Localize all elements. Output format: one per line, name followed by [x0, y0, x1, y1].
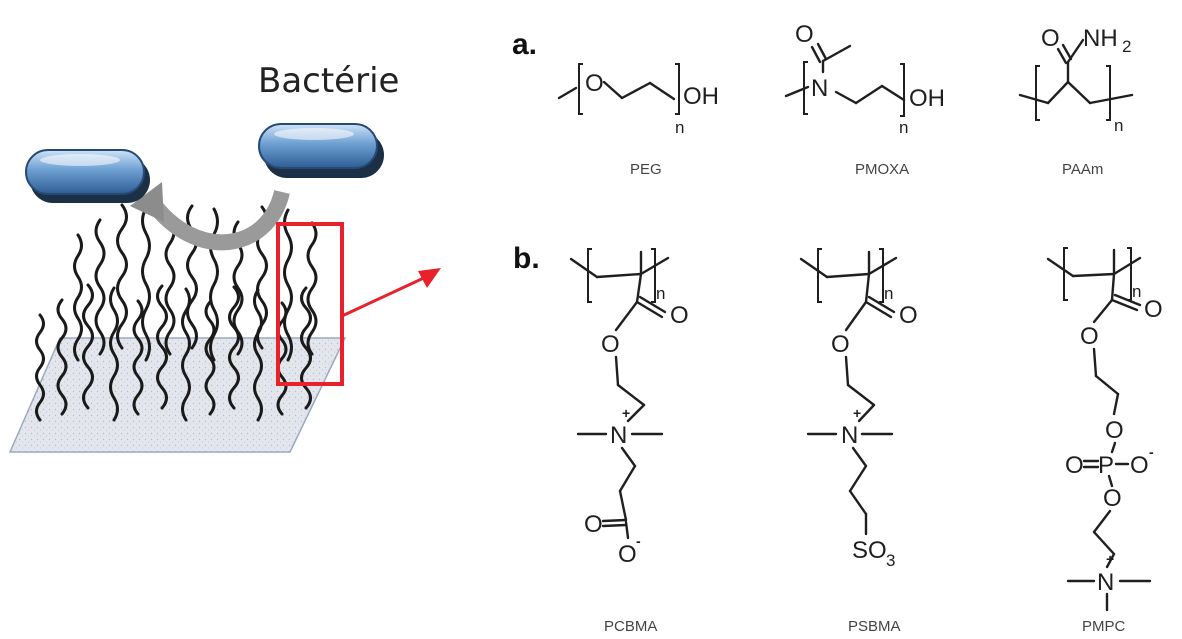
svg-text:2: 2	[1122, 37, 1131, 56]
polymer-chain	[132, 299, 144, 416]
polymer-brush	[35, 203, 318, 422]
svg-text:O: O	[1130, 452, 1149, 479]
svg-text:O: O	[1105, 417, 1124, 444]
polymer-chain	[82, 283, 94, 410]
polymer-chain	[56, 298, 68, 416]
repel-arrow-shaft	[145, 189, 290, 251]
svg-text:O: O	[899, 302, 918, 329]
svg-text:n: n	[675, 118, 684, 137]
polymer-chain	[276, 301, 288, 416]
svg-text:O: O	[618, 541, 637, 568]
structure-psbma: n O O N + SO 3 PSBMA	[799, 248, 918, 635]
polymer-chain	[164, 219, 176, 356]
bacterium-right	[258, 123, 384, 178]
structure-pmoxa: O N n OH PMOXA	[784, 21, 945, 178]
polymer-chain	[73, 233, 83, 362]
polymer-chain	[283, 208, 293, 362]
polymer-chain	[94, 218, 106, 356]
structure-paam: O NH 2 n PAAm	[1018, 25, 1134, 178]
svg-text:n: n	[1114, 116, 1123, 135]
polymer-chain	[109, 286, 119, 422]
svg-text:O: O	[1065, 452, 1084, 479]
svg-text:+: +	[853, 405, 861, 421]
svg-text:O: O	[1103, 485, 1122, 512]
zoom-arrow-line	[341, 274, 429, 318]
svg-text:N: N	[1097, 569, 1114, 596]
svg-text:n: n	[1132, 282, 1141, 301]
svg-text:n: n	[899, 118, 908, 137]
svg-text:O: O	[584, 511, 603, 538]
polymer-name-psbma: PSBMA	[848, 618, 901, 635]
schematic: Bactérie	[8, 61, 441, 453]
svg-text:OH: OH	[909, 85, 945, 112]
svg-text:+: +	[622, 405, 630, 421]
polymer-chain	[306, 221, 318, 356]
polymer-chain	[116, 203, 128, 350]
polymer-chain	[141, 206, 151, 362]
structure-pcbma: n O O N + O O - PCBMA	[569, 248, 689, 635]
polymer-chain	[204, 300, 216, 416]
svg-text:O: O	[585, 70, 604, 97]
polymer-chain	[253, 288, 263, 422]
panel-a-label: a.	[512, 28, 537, 61]
svg-text:N: N	[811, 75, 828, 102]
svg-text:O: O	[601, 331, 620, 358]
highlight-box	[276, 222, 344, 386]
zoom-arrow-head	[418, 268, 441, 288]
polymer-name-peg: PEG	[630, 161, 662, 178]
svg-text:N: N	[610, 422, 627, 449]
repel-arrow-head	[130, 182, 164, 222]
panel-b-label: b.	[513, 242, 540, 275]
svg-text:N: N	[841, 422, 858, 449]
polymer-chain	[228, 285, 240, 410]
svg-text:SO: SO	[852, 537, 887, 564]
polymer-name-paam: PAAm	[1062, 161, 1103, 178]
svg-text:O: O	[1080, 323, 1099, 350]
polymer-chain	[156, 284, 168, 410]
bacteria-label: Bactérie	[258, 61, 399, 101]
svg-text:P: P	[1098, 452, 1114, 479]
svg-text:+: +	[1106, 551, 1114, 567]
polymer-name-pmoxa: PMOXA	[855, 161, 909, 178]
polymer-chain	[35, 313, 45, 422]
polymer-chain	[300, 286, 312, 410]
structure-peg: O n OH PEG	[557, 63, 719, 178]
svg-text:O: O	[831, 331, 850, 358]
polymer-name-pmpc: PMPC	[1082, 618, 1126, 635]
svg-text:O: O	[1041, 25, 1060, 52]
svg-text:n: n	[884, 284, 893, 303]
bacterium-left	[25, 149, 150, 203]
svg-text:OH: OH	[683, 83, 719, 110]
svg-text:3: 3	[886, 551, 895, 570]
svg-text:-: -	[636, 533, 641, 549]
svg-text:O: O	[670, 302, 689, 329]
svg-text:-: -	[1149, 444, 1154, 460]
svg-text:NH: NH	[1083, 25, 1118, 52]
polymer-name-pcbma: PCBMA	[604, 618, 657, 635]
svg-text:O: O	[1144, 296, 1163, 323]
polymer-chain	[181, 287, 191, 422]
svg-text:n: n	[656, 284, 665, 303]
structure-pmpc: n O O O O P O - O N + PMPC	[1046, 247, 1163, 635]
svg-text:O: O	[795, 21, 814, 48]
